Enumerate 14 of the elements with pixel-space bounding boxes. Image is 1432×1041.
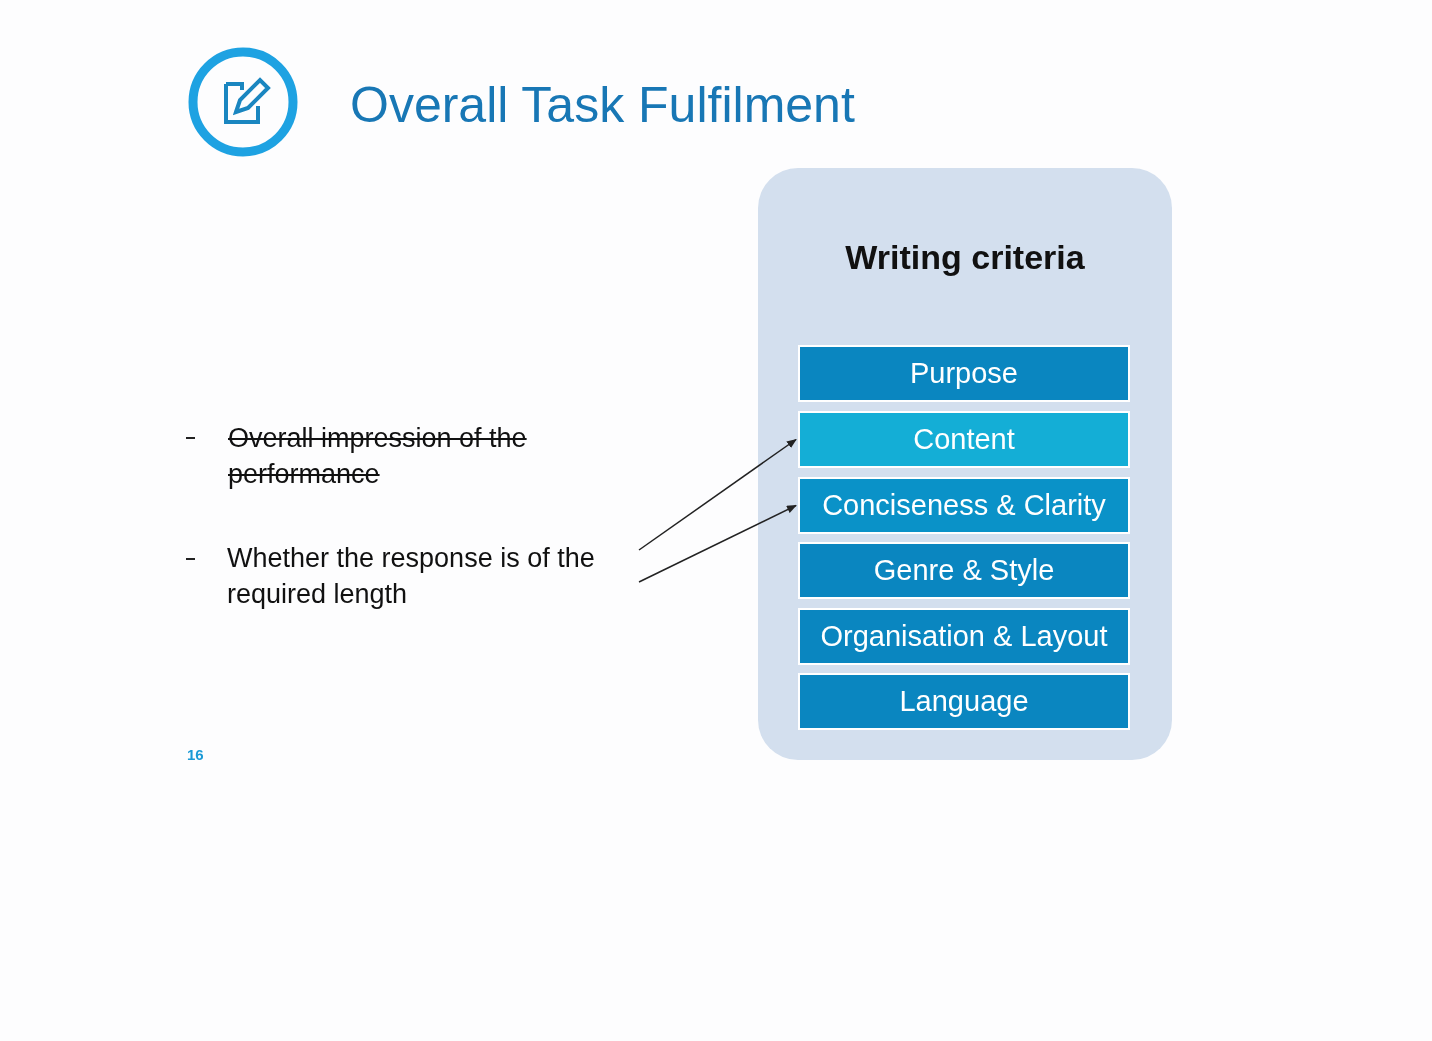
criterion-box: Conciseness & Clarity (798, 477, 1130, 534)
criteria-panel (758, 168, 1172, 760)
bullet-text: Whether the response is of the required length (227, 540, 639, 612)
arrow (638, 438, 797, 551)
criterion-box: Purpose (798, 345, 1130, 402)
struck-bullet-text: Overall impression of the performance (228, 422, 528, 491)
panel-heading: Writing criteria (844, 238, 1086, 277)
criterion-box: Genre & Style (798, 542, 1130, 599)
arrow (638, 504, 797, 583)
criterion-box: Language (798, 673, 1130, 730)
page-number: 16 (187, 746, 205, 763)
criterion-box: Organisation & Layout (798, 608, 1130, 665)
criterion-box: Content (798, 411, 1130, 468)
slide-title: Overall Task Fulfilment (350, 76, 855, 134)
